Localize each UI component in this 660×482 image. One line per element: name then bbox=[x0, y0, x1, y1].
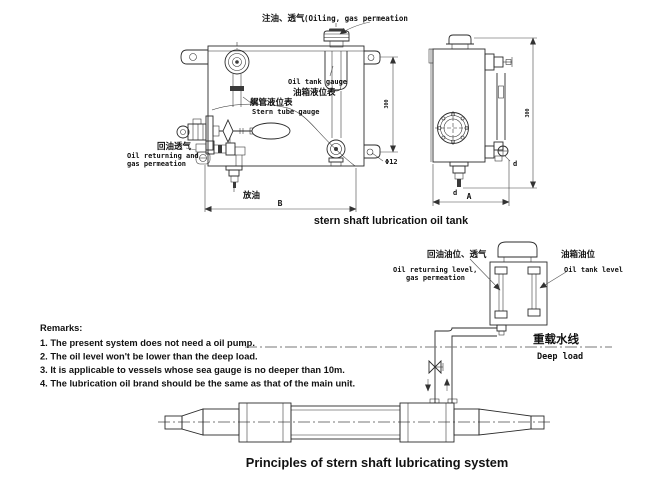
oil-tank-gauge-label-cn: 油箱液位表 bbox=[293, 87, 336, 98]
tank-level-label-en: Oil tank level bbox=[564, 266, 623, 274]
valve-icon bbox=[428, 359, 444, 375]
porthole-flange bbox=[435, 111, 471, 145]
schematic-tank bbox=[489, 241, 548, 336]
return-level-leader bbox=[469, 258, 501, 291]
filler-label-cn: 注油、透气 bbox=[262, 13, 305, 24]
drain-valve-front bbox=[225, 165, 243, 194]
front-view: 注油、透气 (Oiling, gas permeation Oil tank g… bbox=[127, 13, 408, 212]
stern-tube-gauge-label-cn: 艉管液位表 bbox=[250, 97, 293, 108]
waterline-label-cn: 重载水线 bbox=[533, 332, 579, 346]
remark-item-3: 3. It is applicable to vessels whose sea… bbox=[40, 365, 345, 375]
oil-return-fitting bbox=[195, 137, 246, 166]
dim-d-drain-label: d bbox=[453, 189, 457, 197]
schematic: 重载水线 Deep load 回油油位、透气 Oil returning lev… bbox=[245, 241, 623, 403]
side-body bbox=[428, 48, 486, 163]
dim-a-label: A bbox=[467, 192, 472, 201]
front-dimensions bbox=[204, 56, 398, 212]
side-cap bbox=[446, 34, 474, 50]
shaft-assembly bbox=[158, 398, 552, 443]
tank-gauge-leader bbox=[329, 65, 334, 77]
mounting-lugs bbox=[180, 49, 381, 159]
waterline-label-en: Deep load bbox=[537, 352, 583, 362]
oil-return-label-cn: 回油透气 bbox=[157, 141, 192, 152]
float-valve-assembly bbox=[176, 115, 291, 151]
dim-d-gauge-label: d bbox=[513, 160, 517, 168]
remark-item-4: 4. The lubrication oil brand should be t… bbox=[40, 379, 355, 389]
stern-tube-gauge-label-en: Stern tube gauge bbox=[252, 108, 319, 116]
oil-return-leader bbox=[185, 147, 197, 151]
remark-item-2: 2. The oil level won't be lower than the… bbox=[40, 352, 258, 362]
stern-tube-gauge-dial bbox=[224, 42, 250, 107]
tank-body bbox=[207, 45, 365, 167]
float bbox=[251, 122, 291, 140]
return-level-label-cn: 回油油位、透气 bbox=[427, 249, 487, 260]
side-view: A d d 300 bbox=[428, 34, 537, 206]
stern-gauge-leader bbox=[242, 96, 252, 104]
oil-return-label-en1: Oil returning and bbox=[127, 152, 199, 160]
filler-leader bbox=[339, 21, 371, 35]
tank-level-label-cn: 油箱油位 bbox=[561, 249, 596, 260]
shaft-right-end bbox=[530, 415, 545, 430]
dim-phi12-label: Φ12 bbox=[385, 158, 398, 166]
dim-b-label: B bbox=[278, 199, 283, 208]
oil-tank-gauge-tube bbox=[324, 51, 348, 167]
return-level-label-en2: gas permeation bbox=[406, 274, 465, 282]
tank-level-leader bbox=[539, 271, 567, 289]
drain-valve-side bbox=[449, 161, 469, 187]
filler-cap bbox=[323, 23, 350, 48]
dim-height-front: 300 bbox=[384, 99, 390, 108]
drain-label-cn: 放油 bbox=[242, 190, 260, 201]
valve-disc bbox=[222, 118, 234, 144]
remark-item-1: 1. The present system does not need a oi… bbox=[40, 338, 255, 348]
tank-caption: stern shaft lubrication oil tank bbox=[314, 215, 469, 227]
side-dimensions bbox=[432, 37, 537, 206]
system-caption: Principles of stern shaft lubricating sy… bbox=[246, 455, 508, 470]
return-level-label-en1: Oil returning level, bbox=[393, 266, 477, 274]
remarks-title: Remarks: bbox=[40, 323, 82, 333]
oil-tank-gauge-label-en: Oil tank gauge bbox=[288, 78, 347, 86]
oil-return-label-en2: gas permeation bbox=[127, 160, 186, 168]
remarks: Remarks: 1. The present system does not … bbox=[40, 323, 355, 389]
dim-height-side: 300 bbox=[525, 108, 531, 117]
piping bbox=[425, 325, 498, 403]
level-gauge-column bbox=[484, 53, 513, 162]
filler-label-en: (Oiling, gas permeation bbox=[304, 14, 408, 23]
